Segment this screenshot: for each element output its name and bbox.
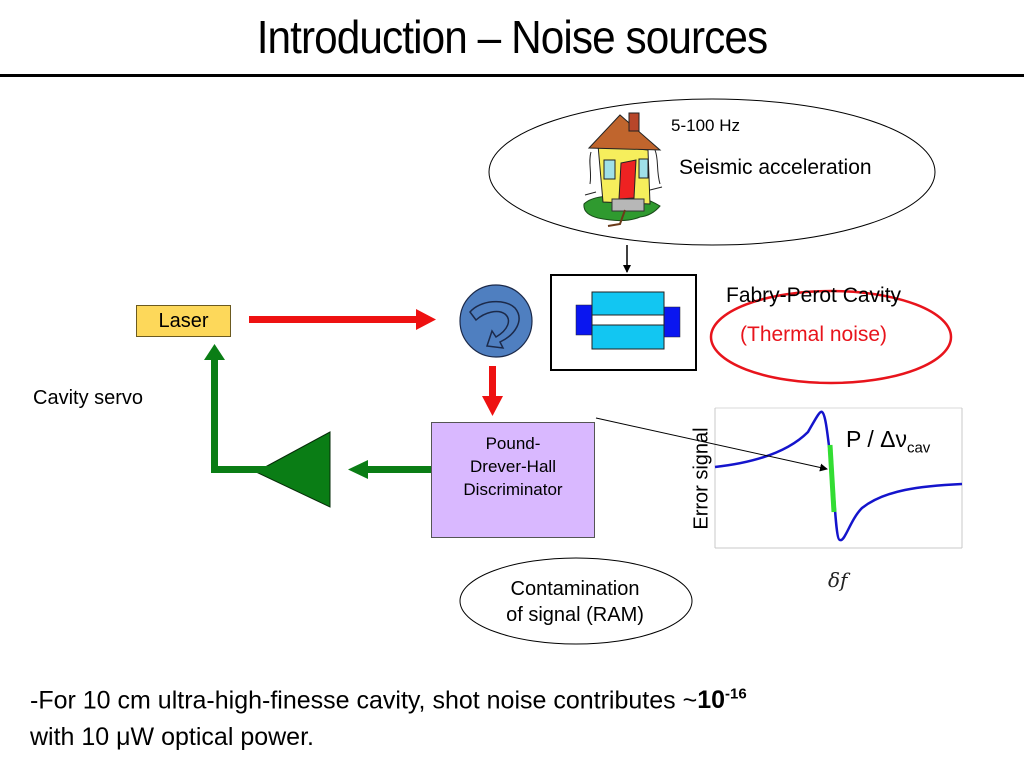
slope-label-main: P / Δν bbox=[846, 426, 907, 452]
pdh-line-3: Discriminator bbox=[463, 480, 563, 499]
seismic-label: Seismic acceleration bbox=[679, 156, 872, 179]
frequency-offset-axis-label: δf bbox=[828, 568, 848, 592]
slide-title: Introduction – Noise sources bbox=[256, 11, 769, 63]
seismic-ellipse bbox=[488, 98, 936, 246]
pdh-discriminator-box: Pound- Drever-Hall Discriminator bbox=[431, 422, 595, 538]
bullet-bold-base: 10 bbox=[697, 686, 725, 715]
title-divider bbox=[0, 74, 1024, 77]
reflection-beam-arrow bbox=[482, 366, 503, 416]
bullet-line-1: -For 10 cm ultra-high-finesse cavity, sh… bbox=[30, 676, 747, 719]
ram-line-1: Contamination bbox=[510, 578, 640, 600]
laser-box: Laser bbox=[136, 305, 231, 337]
feedback-arrow bbox=[204, 344, 268, 473]
bullet-bold-value: 10-16 bbox=[697, 686, 747, 714]
cavity-label: Fabry-Perot Cavity bbox=[726, 284, 902, 307]
laser-beam-arrow bbox=[249, 309, 436, 330]
seismic-frequency: 5-100 Hz bbox=[671, 116, 740, 135]
thermal-noise-label: (Thermal noise) bbox=[740, 323, 888, 346]
slope-label: P / Δνcav bbox=[846, 426, 930, 457]
slope-label-sub: cav bbox=[906, 439, 931, 457]
bullet-line-2: with 10 μW optical power. bbox=[30, 723, 314, 752]
thermal-noise-ellipse bbox=[709, 289, 953, 385]
bullet-bold-exponent: -16 bbox=[725, 686, 747, 703]
mirror-right bbox=[662, 306, 681, 338]
ram-line-2: of signal (RAM) bbox=[506, 604, 644, 626]
bullet-text-1: -For 10 cm ultra-high-finesse cavity, sh… bbox=[30, 686, 698, 715]
pdh-to-slope-arrow bbox=[595, 417, 828, 472]
laser-label: Laser bbox=[158, 310, 209, 332]
ram-ellipse bbox=[459, 557, 693, 645]
ram-label: Contamination of signal (RAM) bbox=[470, 576, 680, 628]
error-signal-axis-label: Error signal bbox=[690, 427, 713, 530]
isolator-icon bbox=[459, 284, 533, 358]
pdh-output-arrow bbox=[348, 460, 432, 479]
servo-amplifier-icon bbox=[254, 431, 331, 508]
slope-highlight bbox=[827, 444, 837, 513]
cavity-servo-label: Cavity servo bbox=[33, 387, 144, 409]
pdh-line-2: Drever-Hall bbox=[470, 457, 556, 476]
mirror-left bbox=[575, 304, 594, 336]
shaking-house-icon bbox=[583, 112, 663, 227]
cavity-bore bbox=[591, 314, 665, 326]
pdh-line-1: Pound- bbox=[485, 434, 541, 453]
bullet-text: -For 10 cm ultra-high-finesse cavity, sh… bbox=[30, 676, 747, 756]
error-signal-plot bbox=[714, 407, 963, 549]
